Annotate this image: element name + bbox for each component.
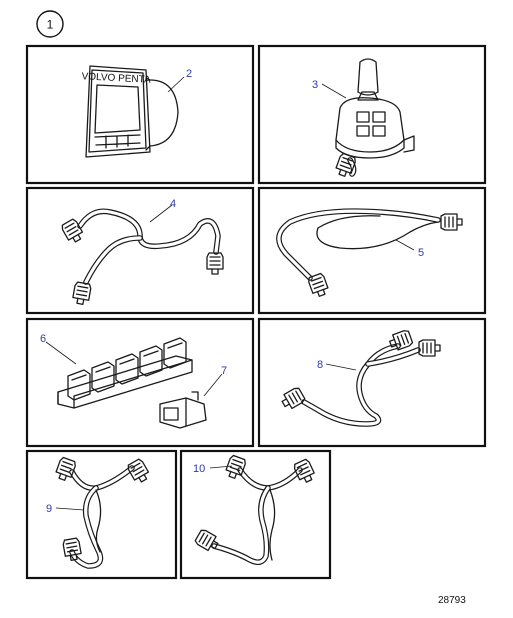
callout-joystick: 3 bbox=[312, 79, 318, 91]
y-split-b-cable bbox=[193, 454, 317, 566]
panel-joystick: 3 bbox=[257, 44, 487, 185]
group-marker-label: 1 bbox=[47, 18, 54, 32]
brand-label: VOLVO PENTA bbox=[81, 71, 151, 86]
terminator-block bbox=[57, 337, 193, 409]
panel-terminator: 6 7 bbox=[25, 317, 255, 448]
panel-harness-b: 5 bbox=[257, 186, 487, 315]
callout-harness-c: 8 bbox=[317, 359, 323, 371]
terminator-plug bbox=[159, 391, 207, 429]
panel-y-split-b: 10 bbox=[179, 449, 332, 580]
callout-terminator-block: 6 bbox=[40, 333, 46, 345]
display-unit: VOLVO PENTA bbox=[81, 65, 179, 158]
reference-number: 28793 bbox=[438, 595, 466, 606]
panel-harness-a: 4 bbox=[25, 186, 255, 315]
callout-y-split-a: 9 bbox=[46, 503, 52, 515]
callout-harness-a: 4 bbox=[170, 198, 176, 210]
callout-y-split-b: 10 bbox=[193, 463, 205, 475]
group-marker: 1 bbox=[36, 10, 64, 38]
harness-b-cable bbox=[276, 208, 463, 299]
harness-c-cable bbox=[278, 328, 441, 427]
callout-terminator-plug: 7 bbox=[221, 365, 227, 377]
panel-display: VOLVO PENTA 2 bbox=[25, 44, 255, 185]
callout-display: 2 bbox=[186, 68, 192, 80]
harness-a-cable bbox=[59, 208, 224, 306]
panel-harness-c: 8 bbox=[257, 317, 487, 448]
joystick-unit bbox=[333, 58, 415, 179]
panel-y-split-a: 9 bbox=[25, 449, 178, 580]
callout-harness-b: 5 bbox=[418, 247, 424, 259]
y-split-a-cable bbox=[53, 456, 152, 569]
